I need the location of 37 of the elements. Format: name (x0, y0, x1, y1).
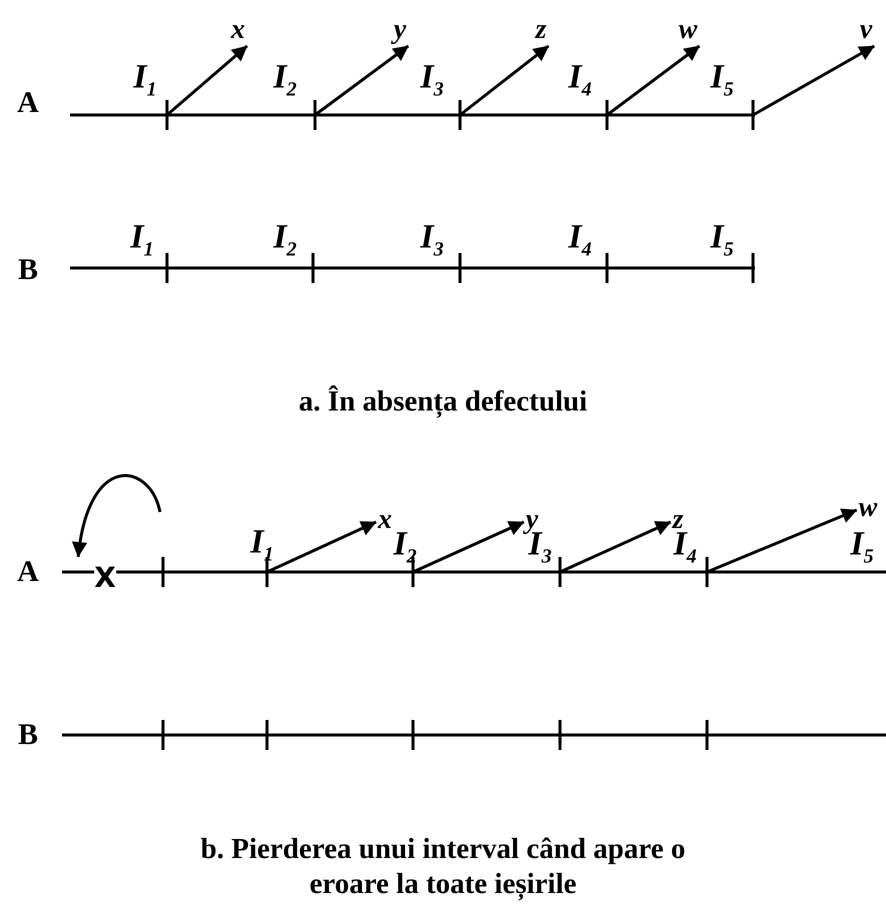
interval-label: I$_{1}$ (130, 220, 154, 260)
row-label: B (18, 720, 38, 750)
output-arrow (314, 44, 410, 116)
row-label: A (17, 88, 39, 118)
output-label: y (526, 506, 538, 534)
output-arrow (166, 44, 248, 116)
interval-label: I$_{4}$ (673, 528, 697, 566)
caption: a. În absența defectului (298, 384, 588, 420)
row-label: A (17, 557, 39, 587)
output-label: v (860, 16, 872, 44)
output-label: x (378, 506, 392, 534)
error-mark: X (94, 566, 116, 590)
interval-label: I$_{2}$ (273, 60, 297, 100)
interval-label: I$_{5}$ (710, 220, 734, 260)
interval-label: I$_{5}$ (850, 528, 874, 566)
output-label: x (231, 16, 245, 44)
output-arrow (706, 508, 858, 574)
interval-label: I$_{4}$ (568, 60, 592, 100)
output-label: z (536, 16, 546, 44)
row-label: B (18, 255, 38, 285)
output-label: y (394, 16, 406, 44)
output-arrow (266, 520, 377, 574)
interval-label: I$_{1}$ (133, 60, 157, 100)
caption: b. Pierderea unui interval când apare o eroare la toate ieșirile (200, 832, 686, 902)
output-arrow (412, 520, 524, 574)
interval-label: I$_{2}$ (273, 220, 297, 260)
output-arrow (606, 44, 700, 116)
output-label: w (858, 494, 878, 522)
interval-label: I$_{5}$ (710, 60, 734, 100)
interval-label: I$_{4}$ (568, 220, 592, 260)
interval-label: I$_{3}$ (420, 220, 444, 260)
output-arrow (752, 44, 875, 116)
output-arrow (559, 520, 672, 574)
output-label: w (678, 16, 698, 44)
curved-arrow (72, 474, 162, 558)
interval-label: I$_{3}$ (420, 60, 444, 100)
output-arrow (459, 44, 550, 116)
